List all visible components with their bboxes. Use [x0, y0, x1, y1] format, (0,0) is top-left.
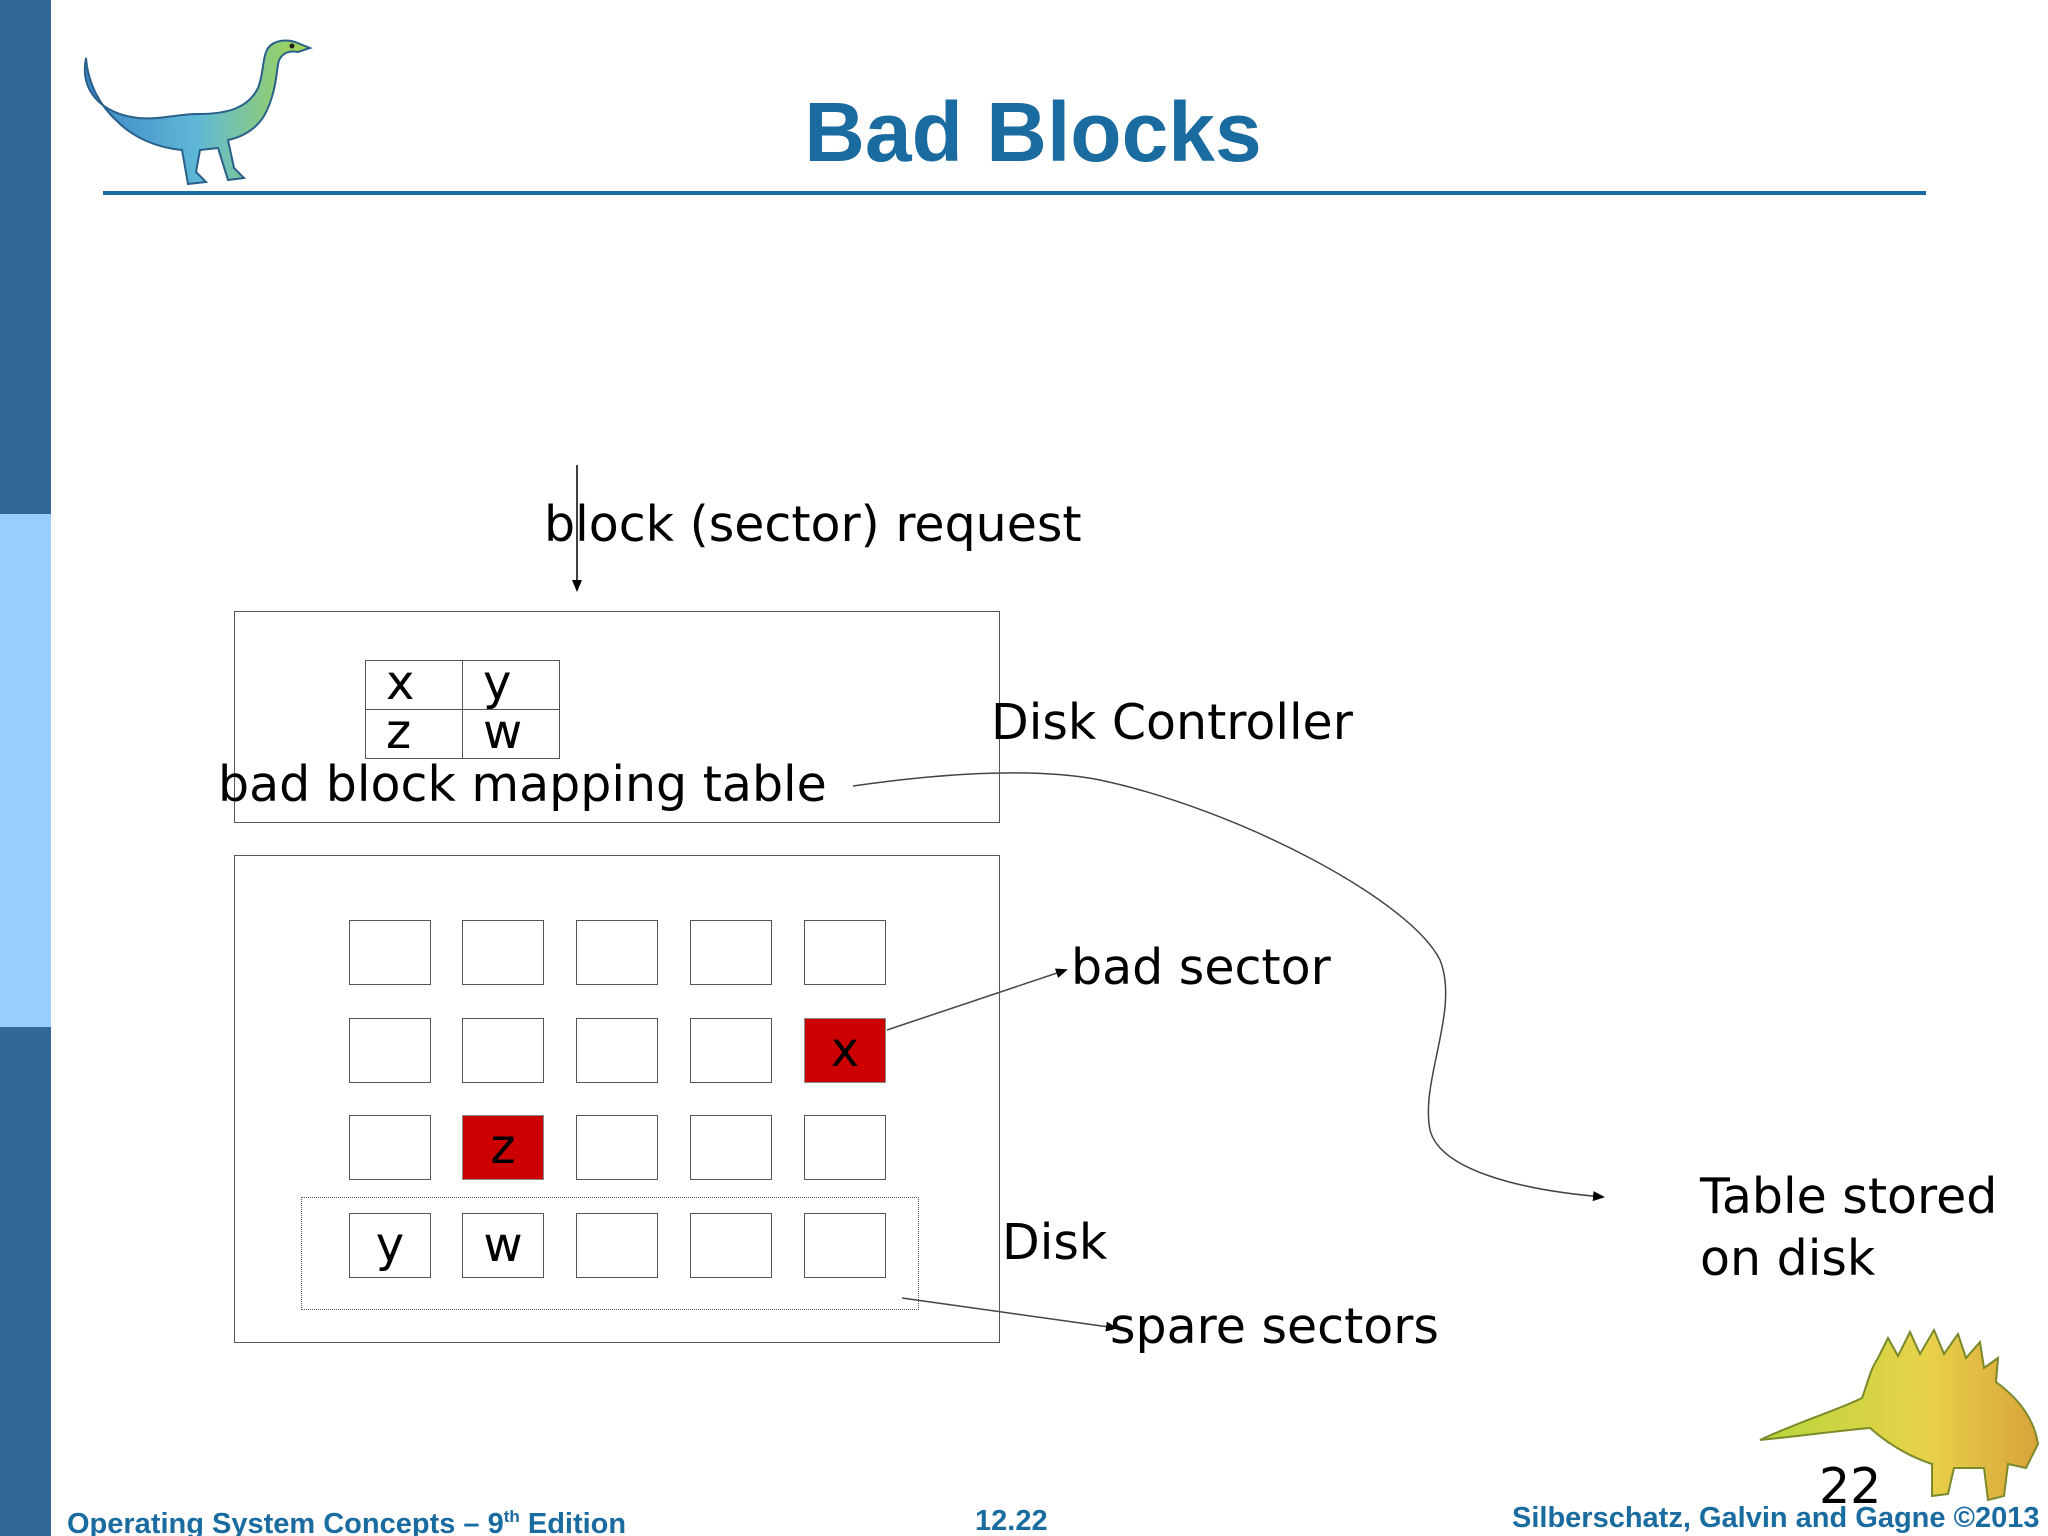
sidebar-band-top — [0, 0, 51, 514]
footer-slide-number: 12.22 — [975, 1505, 1048, 1536]
disk-sector — [690, 1115, 772, 1180]
request-label: block (sector) request — [544, 496, 1082, 553]
table-stored-label: Table stored on disk — [1700, 1166, 1997, 1290]
table-stored-connector — [852, 772, 1605, 1202]
disk-box — [234, 855, 1000, 1343]
page-number: 22 — [1819, 1458, 1882, 1515]
disk-sector — [349, 1115, 431, 1180]
footer-book-title-suffix: Edition — [519, 1508, 627, 1536]
mapping-table-cell: w — [462, 708, 560, 759]
disk-sector — [690, 1018, 772, 1083]
mapping-table-cell: x — [365, 659, 463, 710]
disk-sector — [349, 920, 431, 985]
bad-disk-sector: x — [804, 1018, 886, 1083]
spare-sectors-label: spare sectors — [1110, 1298, 1439, 1355]
spare-disk-sector — [804, 1213, 886, 1278]
table-stored-label-line1: Table stored — [1700, 1168, 1998, 1225]
spare-sectors-arrow — [901, 1297, 1118, 1332]
spare-disk-sector — [576, 1213, 658, 1278]
disk-sector — [462, 920, 544, 985]
footer-book-title-prefix: Operating System Concepts – 9 — [67, 1508, 504, 1536]
disk-sector — [576, 920, 658, 985]
disk-sector — [462, 1018, 544, 1083]
table-stored-label-line2: on disk — [1700, 1230, 1876, 1287]
stegosaurus-icon — [1759, 1327, 2040, 1502]
disk-controller-label: Disk Controller — [991, 694, 1353, 751]
disk-controller-box — [234, 611, 1000, 823]
disk-sector — [576, 1018, 658, 1083]
disk-sector — [576, 1115, 658, 1180]
disk-sector — [804, 920, 886, 985]
slide-title: Bad Blocks — [804, 85, 1262, 179]
spare-disk-sector: w — [462, 1213, 544, 1278]
mapping-table-cell: z — [365, 708, 463, 759]
title-rule — [103, 191, 1926, 195]
footer-book-title-sup: th — [503, 1507, 520, 1526]
mapping-table-cell: y — [462, 659, 560, 710]
dinosaur-icon — [83, 39, 313, 186]
spare-disk-sector: y — [349, 1213, 431, 1278]
disk-sector — [690, 920, 772, 985]
disk-label: Disk — [1002, 1214, 1108, 1271]
spare-disk-sector — [690, 1213, 772, 1278]
sidebar-band-bottom — [0, 1027, 51, 1536]
mapping-table-label: bad block mapping table — [218, 756, 827, 813]
footer-copyright: Silberschatz, Galvin and Gagne ©2013 — [1512, 1502, 2040, 1534]
spare-sectors-region — [301, 1197, 919, 1310]
bad-sector-arrow — [886, 968, 1068, 1031]
bad-disk-sector: z — [462, 1115, 544, 1180]
disk-sector — [804, 1115, 886, 1180]
footer-book-title: Operating System Concepts – 9th Edition — [67, 1508, 626, 1536]
disk-sector — [349, 1018, 431, 1083]
sidebar-band-middle — [0, 514, 51, 1027]
bad-sector-label: bad sector — [1071, 939, 1331, 996]
